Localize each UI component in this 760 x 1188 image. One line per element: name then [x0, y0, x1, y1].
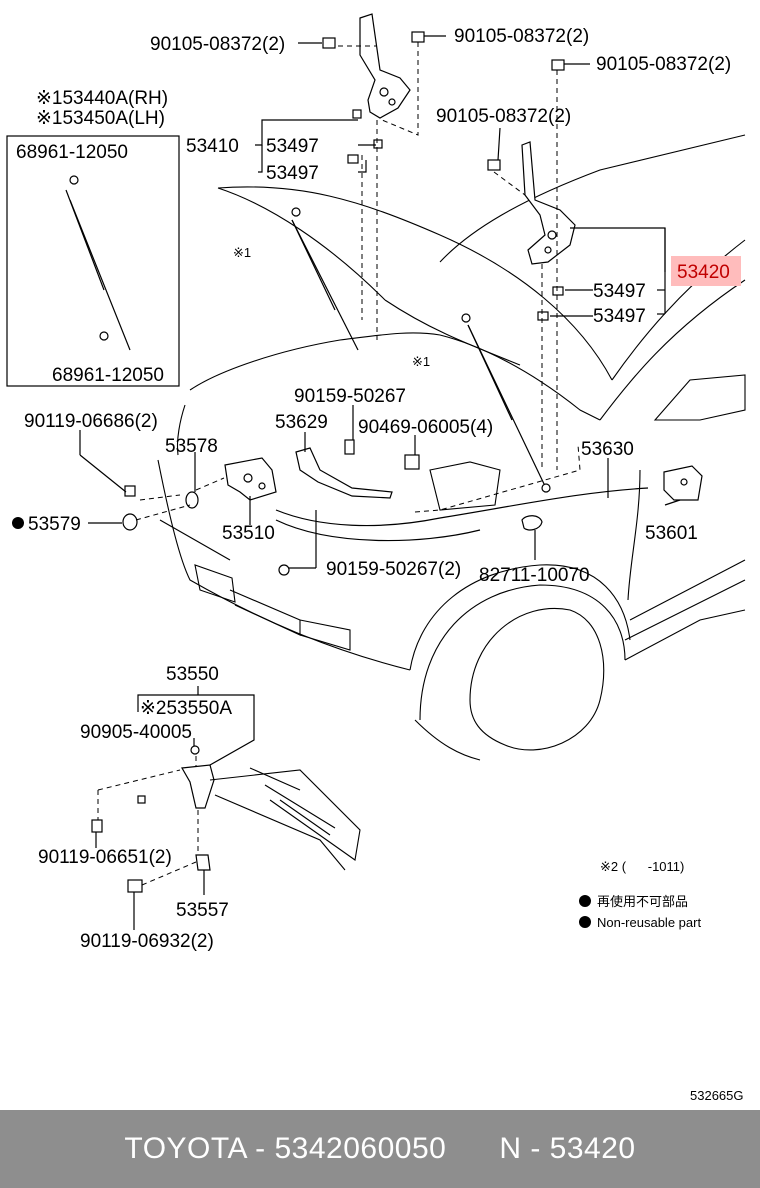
footer-part-number: TOYOTA - 5342060050 N - 53420 [124, 1132, 636, 1165]
label-catch-sub: 53557 [176, 900, 229, 921]
footer-bar: TOYOTA - 5342060050 N - 53420 [0, 1110, 760, 1188]
legend-en: Non-reusable part [597, 915, 701, 930]
label-washer-right-2: 53497 [593, 306, 646, 327]
label-bolt-right-hinge: 90105-08372(2) [436, 106, 571, 127]
hood-stay-left [291, 207, 359, 351]
hood-hinge-right [521, 141, 576, 265]
hood-stay-right [461, 313, 551, 493]
note-marker: ※2 ( -1011) [600, 859, 684, 874]
hood-hinge-left [359, 13, 411, 119]
part-labels: 90105-08372(2) 90105-08372(2) 90105-0837… [12, 26, 741, 952]
label-clamp: 82711-10070 [479, 565, 590, 586]
label-screw-left: 90119-06686(2) [24, 411, 158, 432]
label-lock-support: 53510 [222, 523, 275, 544]
label-clip-lower: 90159-50267(2) [326, 559, 461, 580]
lock-release-lever [295, 439, 420, 499]
label-bumper: 90905-40005 [80, 722, 192, 743]
legend-dot-icon-en [579, 916, 591, 928]
label-bolt-top-right: 90105-08372(2) [596, 54, 731, 75]
bolt-icons [322, 31, 565, 321]
illustration-code: 532665G [690, 1088, 744, 1103]
hood-lock [122, 457, 277, 531]
label-stay-lh: ※153450A(LH) [36, 108, 165, 129]
label-lock-assy: 53578 [165, 436, 218, 457]
label-stay-ball-top: 68961-12050 [16, 142, 128, 163]
label-lock-release: 53629 [275, 412, 328, 433]
label-washer-right-1: 53497 [593, 281, 646, 302]
label-cushion: 53579 [28, 514, 81, 535]
release-handle [663, 465, 703, 501]
hood-stay-inset [6, 135, 180, 387]
legend: ※2 ( -1011) 再使用不可部品 Non-reusable part 53… [579, 859, 744, 1103]
label-catch: 53550 [166, 664, 219, 685]
label-bolt-top-mid: 90105-08372(2) [454, 26, 589, 47]
label-bolt-top-left: 90105-08372(2) [150, 34, 285, 55]
label-washer-left-2: 53497 [266, 163, 319, 184]
non-reusable-dot-icon [12, 517, 24, 529]
label-screw-catch-2: 90119-06932(2) [80, 931, 214, 952]
label-cable: 53630 [581, 439, 634, 460]
label-clip-upper: 90159-50267 [294, 386, 406, 407]
leader-lines [79, 35, 681, 930]
hood-catch [91, 745, 361, 893]
label-clip-set: 90469-06005(4) [358, 417, 493, 438]
legend-jp: 再使用不可部品 [597, 894, 688, 909]
highlight-box [671, 256, 741, 286]
label-stay-rh: ※153440A(RH) [36, 88, 168, 109]
label-stay-marker-mid: ※1 [412, 354, 430, 369]
label-stay-ball-bottom: 68961-12050 [52, 365, 164, 386]
label-hinge-left: 53410 [186, 136, 239, 157]
label-lever: 53601 [645, 523, 698, 544]
label-screw-catch: 90119-06651(2) [38, 847, 172, 868]
label-catch-alt: ※253550A [140, 698, 232, 719]
legend-dot-icon-jp [579, 895, 591, 907]
label-hinge-right-highlight: 53420 [677, 262, 730, 283]
release-cable [275, 487, 649, 576]
label-washer-left-1: 53497 [266, 136, 319, 157]
vehicle-outline [157, 134, 746, 761]
dashed-lines [97, 42, 581, 886]
label-stay-marker-left: ※1 [233, 245, 251, 260]
parts-diagram: 90105-08372(2) 90105-08372(2) 90105-0837… [6, 13, 746, 1103]
